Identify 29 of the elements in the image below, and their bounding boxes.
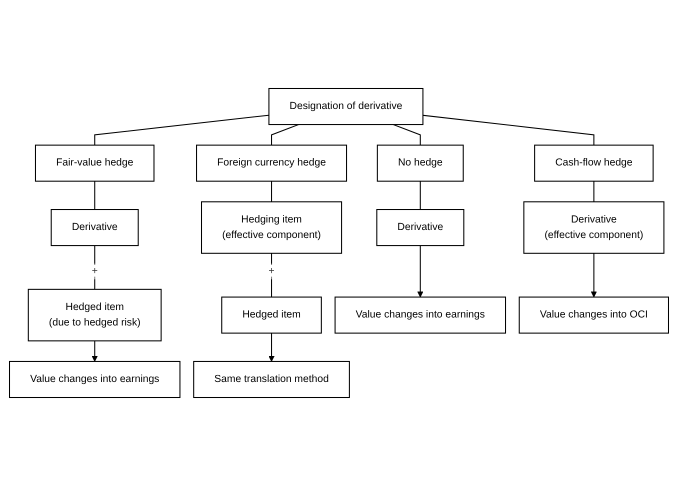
node-box: Value changes into earnings bbox=[334, 296, 506, 334]
edge-label: + bbox=[268, 264, 275, 276]
connector bbox=[420, 180, 421, 210]
node-box: Derivative (effective component) bbox=[523, 200, 664, 254]
connector bbox=[393, 124, 421, 145]
node-box: Same translation method bbox=[193, 360, 350, 398]
node-box: Hedged item (due to hedged risk) bbox=[28, 288, 162, 341]
node-box: Derivative bbox=[50, 208, 139, 246]
node-box: Derivative bbox=[376, 208, 464, 246]
node-box: Hedging item (effective component) bbox=[201, 200, 342, 254]
arrow bbox=[268, 332, 275, 362]
node-box: Fair-value hedge bbox=[34, 144, 154, 182]
connector bbox=[271, 180, 272, 202]
connector bbox=[94, 180, 96, 210]
connector bbox=[271, 124, 299, 145]
node-box: Designation of derivative bbox=[268, 87, 424, 125]
node-box: Value changes into OCI bbox=[518, 296, 669, 334]
connector bbox=[94, 114, 269, 145]
arrow bbox=[92, 340, 98, 362]
node-box: No hedge bbox=[376, 144, 464, 182]
node-box: Value changes into earnings bbox=[9, 360, 180, 398]
connector bbox=[422, 114, 594, 145]
node-box: Hedged item bbox=[221, 296, 322, 334]
arrow bbox=[590, 252, 597, 297]
arrow bbox=[417, 245, 424, 297]
edge-label: + bbox=[92, 264, 98, 276]
node-box: Foreign currency hedge bbox=[196, 144, 348, 182]
connector bbox=[593, 180, 594, 202]
node-box: Cash-flow hedge bbox=[534, 144, 654, 182]
